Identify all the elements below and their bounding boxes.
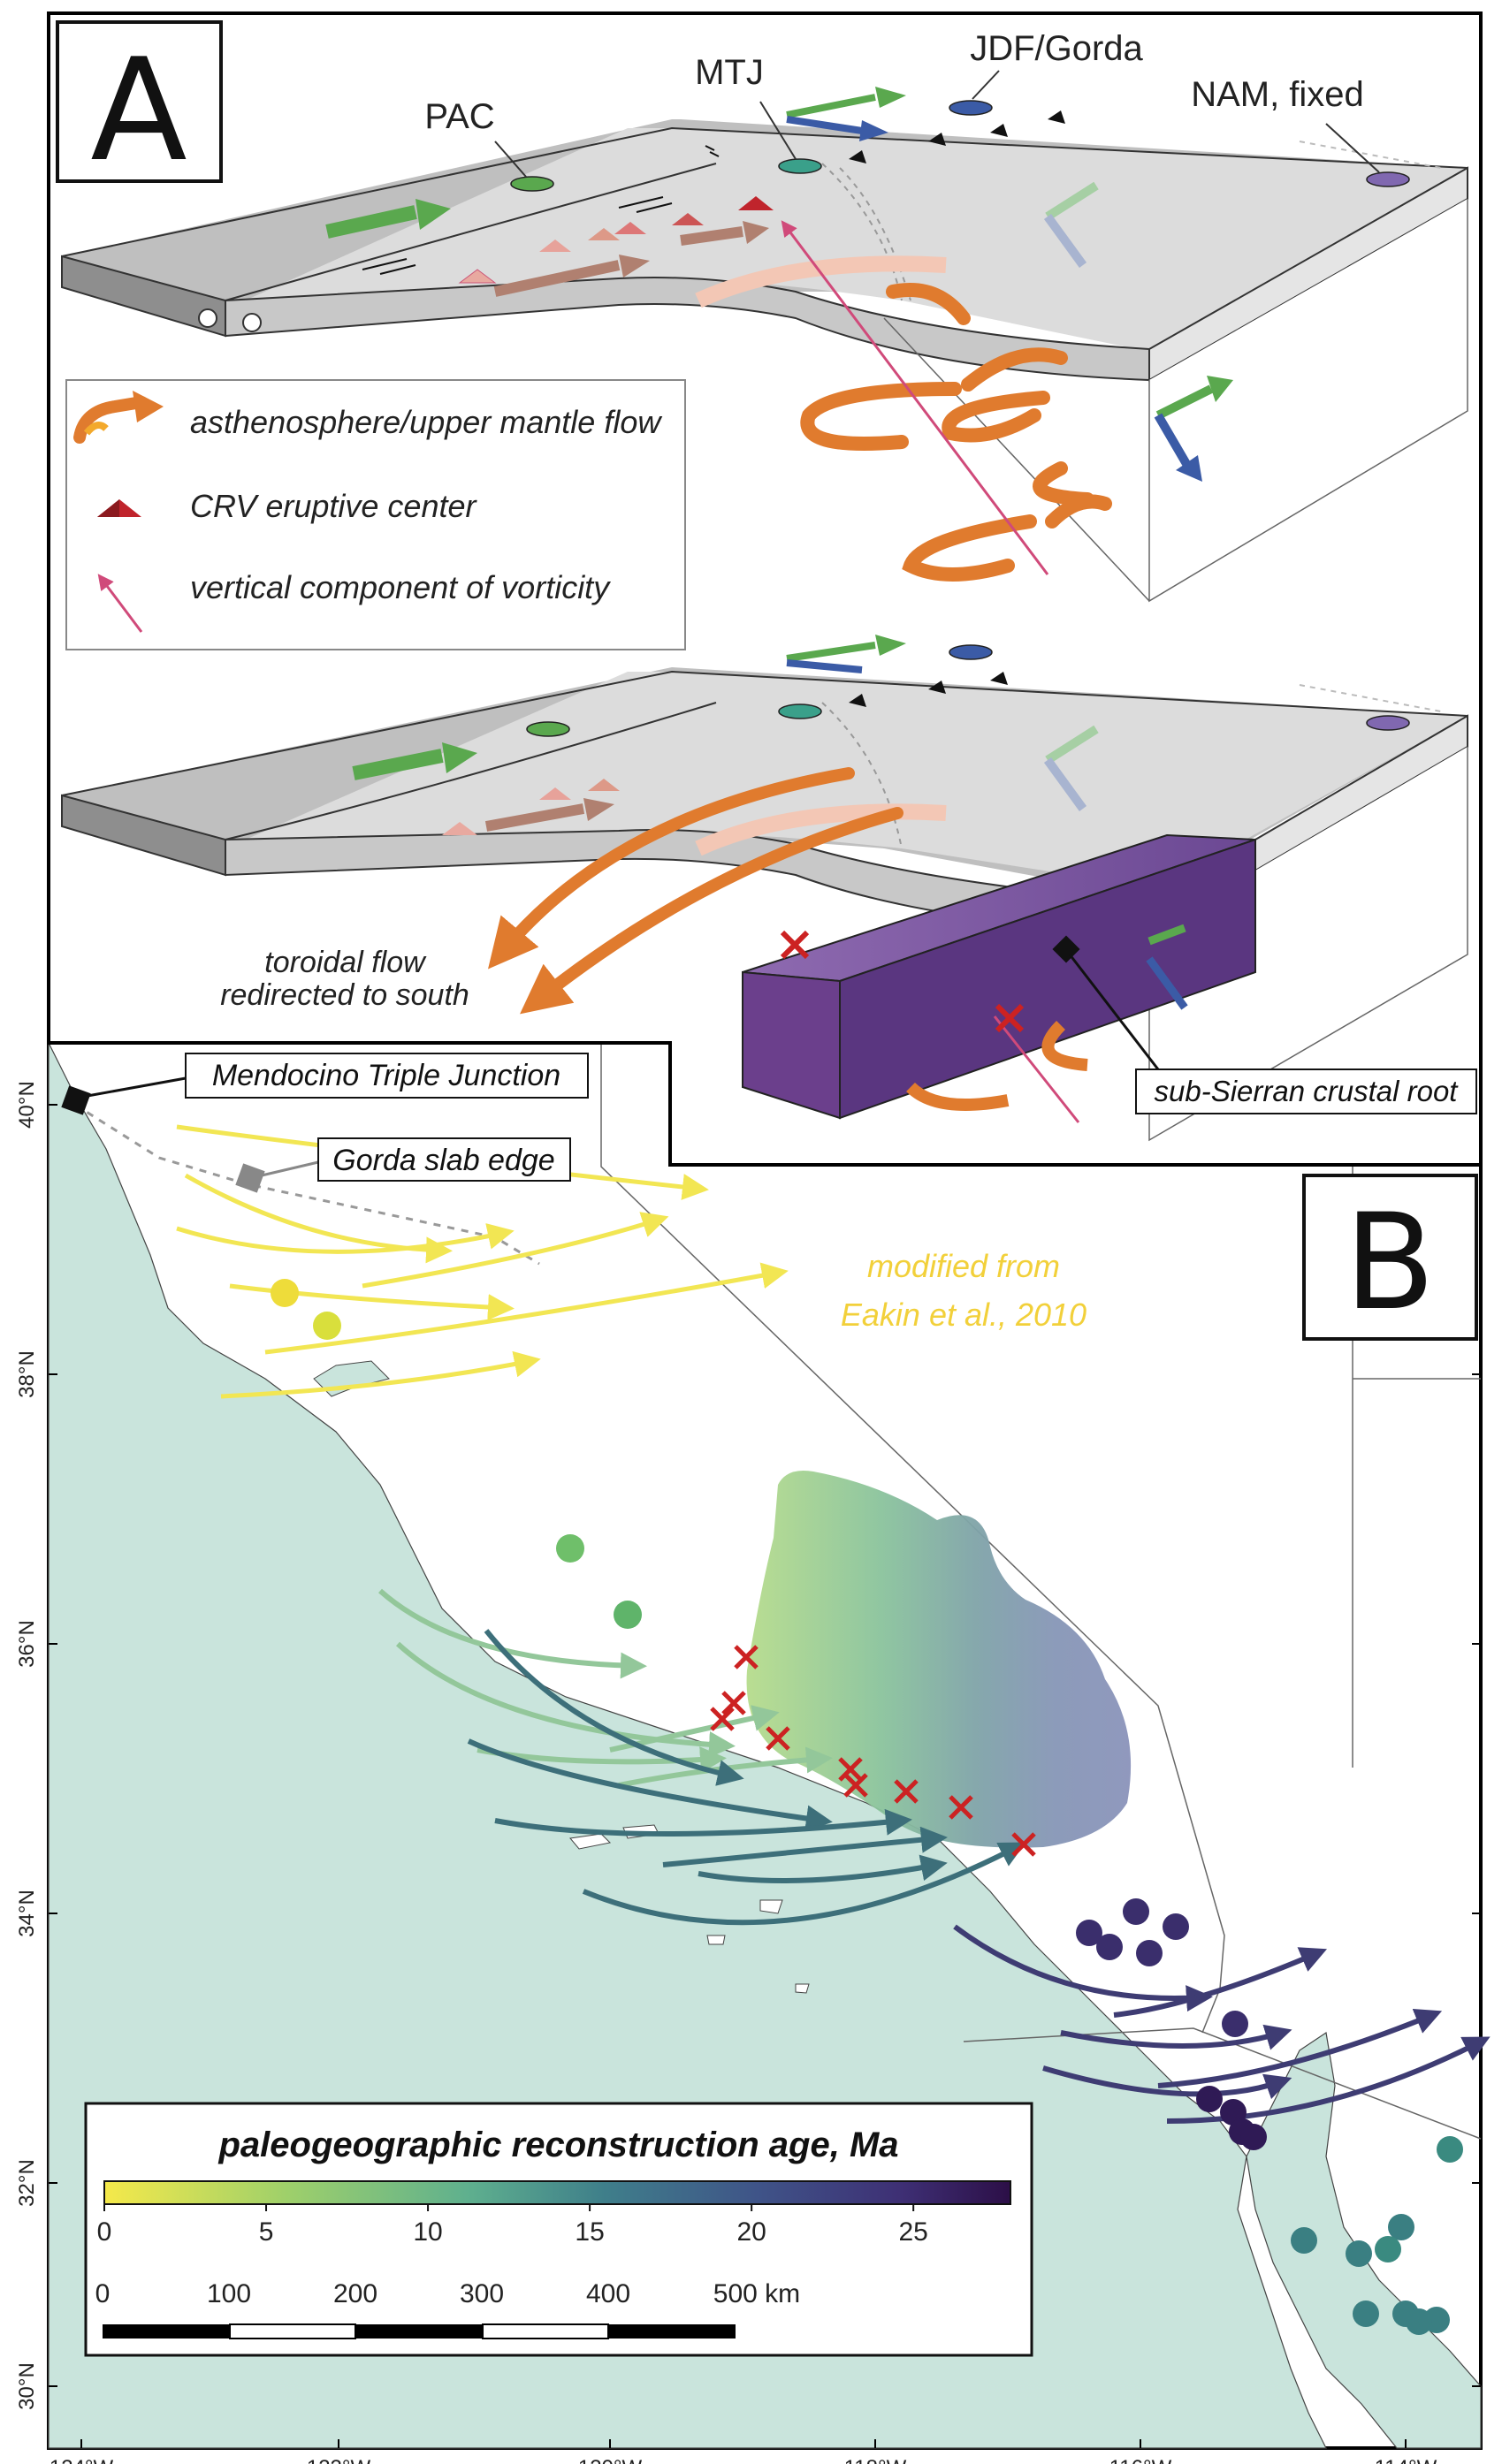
colorbar bbox=[103, 2180, 1011, 2205]
legend-vorticity: vertical component of vorticity bbox=[190, 569, 611, 605]
panel-a: A bbox=[47, 11, 1483, 1167]
scalebar-label: 100 bbox=[207, 2279, 251, 2308]
mtj-marker-a bbox=[778, 158, 822, 174]
lon-124: 124°W bbox=[50, 2456, 114, 2464]
gorda-label-box bbox=[317, 1137, 571, 1182]
purple-flow-arrows bbox=[953, 1924, 1491, 2124]
scalebar-labels: 0 100 200 300 400 500 km bbox=[95, 2279, 801, 2308]
lower-block bbox=[61, 635, 1468, 1142]
lat-30: 30°N bbox=[15, 2362, 39, 2410]
legend-flow-icon bbox=[73, 396, 148, 444]
colorbar-ticks: 0 5 10 15 20 25 bbox=[97, 2204, 928, 2247]
lat-labels: 40°N 38°N 36°N 34°N 32°N 30°N bbox=[15, 1081, 39, 2410]
crv-markers bbox=[458, 196, 774, 284]
green-site-2 bbox=[614, 1601, 642, 1629]
gorda-marker bbox=[235, 1163, 265, 1193]
jdf-marker bbox=[949, 100, 993, 116]
lat-34: 34°N bbox=[15, 1890, 39, 1937]
purple-sites bbox=[1076, 1898, 1267, 2150]
lon-120: 120°W bbox=[578, 2456, 643, 2464]
legend-crv: CRV eruptive center bbox=[190, 488, 478, 524]
nam-label: NAM, fixed bbox=[1191, 75, 1364, 114]
credit-line1: modified from bbox=[867, 1248, 1060, 1284]
lon-122: 122°W bbox=[307, 2456, 371, 2464]
panel-b-label-box bbox=[1302, 1174, 1478, 1341]
crustal-root-label-box bbox=[1135, 1068, 1477, 1114]
lat-38: 38°N bbox=[15, 1350, 39, 1398]
scalebar-label: 0 bbox=[95, 2279, 111, 2308]
reconstruction-swath bbox=[746, 1471, 1132, 1848]
nam-marker bbox=[1366, 171, 1410, 187]
yellow-flow-arrows bbox=[176, 1124, 789, 1399]
legend-vorticity-icon bbox=[97, 574, 143, 633]
crustal-root-label: sub-Sierran crustal root bbox=[1155, 1075, 1460, 1107]
scalebar: 0 100 200 300 400 500 km bbox=[95, 2279, 801, 2339]
scalebar-label: 200 bbox=[333, 2279, 377, 2308]
colorbar-tick-label: 5 bbox=[259, 2217, 274, 2247]
mtj-label: Mendocino Triple Junction bbox=[212, 1059, 560, 1092]
green-site-1 bbox=[556, 1534, 584, 1563]
lat-32: 32°N bbox=[15, 2159, 39, 2207]
yellow-site-1 bbox=[271, 1279, 299, 1307]
panel-a-legend bbox=[65, 379, 686, 650]
lon-116: 116°W bbox=[1109, 2456, 1172, 2464]
toroidal-flow-arrows bbox=[487, 767, 903, 1015]
mantle-flow-arrows-upper bbox=[800, 283, 1112, 582]
panel-a-label: A bbox=[90, 27, 187, 193]
toroidal-line2: redirected to south bbox=[220, 978, 469, 1012]
lon-labels: 124°W 122°W 120°W 118°W 116°W 114°W bbox=[50, 2456, 1437, 2464]
lon-118: 118°W bbox=[844, 2456, 907, 2464]
colorbar-title: paleogeographic reconstruction age, Ma bbox=[217, 2126, 898, 2164]
panel-b-map: modified from Eakin et al., 2010 bbox=[15, 1041, 1491, 2464]
colorbar-tick-label: 25 bbox=[898, 2217, 927, 2247]
yellow-site-2 bbox=[313, 1312, 341, 1340]
colorbar-tick-label: 15 bbox=[575, 2217, 604, 2247]
scalebar-label: 300 bbox=[460, 2279, 504, 2308]
panel-b-label: B bbox=[1345, 1186, 1436, 1340]
ocean bbox=[48, 1042, 1327, 2449]
toroidal-line1: toroidal flow bbox=[264, 946, 427, 979]
pac-label: PAC bbox=[424, 97, 494, 136]
scalebar-label: 500 km bbox=[713, 2279, 800, 2308]
lat-36: 36°N bbox=[15, 1620, 39, 1668]
colorbar-tick-label: 10 bbox=[413, 2217, 442, 2247]
panel-a-label-box bbox=[56, 20, 223, 183]
upper-block bbox=[61, 87, 1468, 603]
gorda-label: Gorda slab edge bbox=[332, 1144, 554, 1177]
credit-line2: Eakin et al., 2010 bbox=[841, 1297, 1086, 1333]
crustal-root-marker bbox=[1052, 935, 1080, 963]
colorbar-tick-label: 20 bbox=[736, 2217, 766, 2247]
jdf-label: JDF/Gorda bbox=[970, 29, 1143, 68]
teal-flow-arrows bbox=[467, 1629, 1026, 1926]
mtj-label-box bbox=[185, 1053, 589, 1099]
gulf-of-california bbox=[1246, 2031, 1482, 2449]
colorbar-tick-label: 0 bbox=[97, 2217, 112, 2247]
teal-sites bbox=[1291, 2136, 1463, 2335]
pac-marker bbox=[510, 176, 554, 192]
lat-40: 40°N bbox=[15, 1081, 39, 1129]
scalebar-label: 400 bbox=[586, 2279, 630, 2308]
mtj-marker bbox=[61, 1085, 91, 1115]
x-markers bbox=[710, 1645, 1036, 1857]
lon-114: 114°W bbox=[1375, 2456, 1437, 2464]
mtj-label-a: MTJ bbox=[695, 53, 764, 92]
legend-flow: asthenosphere/upper mantle flow bbox=[190, 404, 662, 440]
legend-box bbox=[84, 2102, 1033, 2357]
